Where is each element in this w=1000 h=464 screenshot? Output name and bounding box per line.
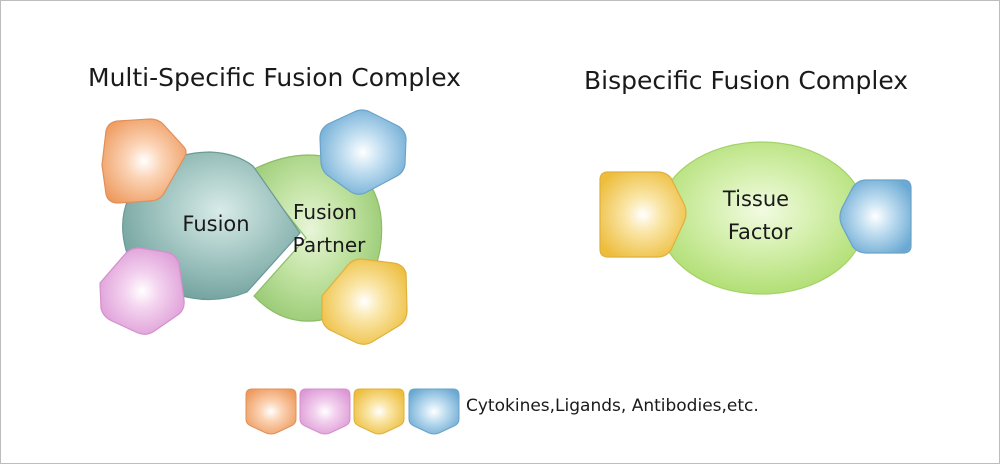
blue-domain-right bbox=[839, 179, 912, 254]
bispecific-title: Bispecific Fusion Complex bbox=[584, 66, 909, 95]
legend-swatch-orange bbox=[245, 388, 297, 435]
legend-swatch-yellow bbox=[353, 388, 405, 435]
legend-swatch-blue bbox=[408, 388, 460, 435]
blue-domain-top bbox=[319, 109, 407, 195]
fusion-partner-label-line1: Fusion bbox=[293, 200, 357, 224]
tissue-factor-label-line1: Tissue bbox=[722, 187, 789, 211]
pink-domain bbox=[99, 247, 185, 335]
legend-swatch-pink bbox=[299, 388, 351, 435]
yellow-domain-left bbox=[599, 171, 687, 258]
multi-specific-title: Multi-Specific Fusion Complex bbox=[88, 63, 461, 92]
fusion-label: Fusion bbox=[182, 212, 249, 236]
orange-domain bbox=[101, 118, 187, 204]
fusion-partner-label-line2: Partner bbox=[293, 233, 366, 257]
yellow-domain-bottom bbox=[321, 258, 408, 345]
tissue-factor-label-line2: Factor bbox=[728, 220, 793, 244]
tissue-factor-shape bbox=[657, 141, 867, 295]
legend-label: Cytokines,Ligands, Antibodies,etc. bbox=[466, 396, 759, 416]
